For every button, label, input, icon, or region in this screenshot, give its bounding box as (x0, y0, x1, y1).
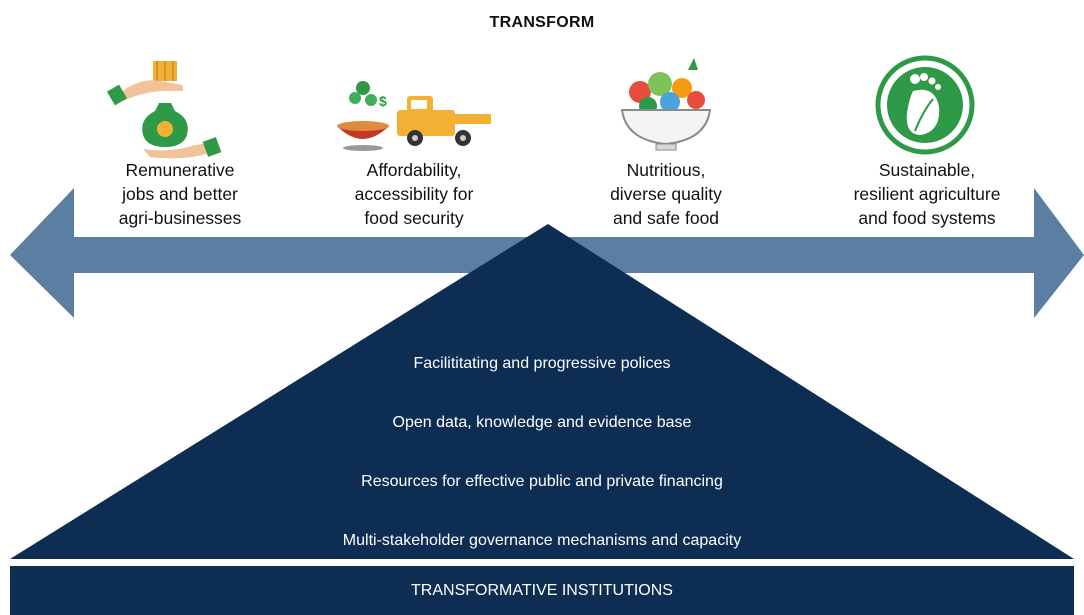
outcome-label-line: jobs and better (122, 184, 238, 204)
outcome-label-line: diverse quality (610, 184, 722, 204)
outcome-label-line: and food systems (858, 208, 996, 228)
diagram-title: TRANSFORM (489, 14, 595, 31)
foundation-triangle (10, 224, 1074, 559)
money-and-grain-hands-icon (106, 61, 222, 159)
base-label: TRANSFORMATIVE INSTITUTIONS (411, 581, 673, 599)
outcome-label-line: and safe food (612, 208, 720, 228)
outcome-label-line: accessibility for (354, 184, 474, 204)
outcome-label-line: Nutritious, (626, 160, 706, 180)
outcome-label-line: Affordability, (366, 160, 462, 180)
outcome-label-line: resilient agriculture (853, 184, 1001, 204)
outcome-label-line: food security (364, 208, 464, 228)
outcome-label-jobs: Remunerative jobs and better agri-busine… (80, 158, 280, 230)
transformative-institutions-base: TRANSFORMATIVE INSTITUTIONS (10, 566, 1074, 615)
leaf-footprint-icon (875, 55, 975, 155)
svg-text:$: $ (379, 93, 387, 109)
separator-band (10, 559, 1074, 566)
pillar-governance: Multi-stakeholder governance mechanisms … (342, 532, 742, 549)
outcome-label-line: Remunerative (125, 160, 235, 180)
pillar-financing: Resources for effective public and priva… (361, 473, 723, 490)
outcome-label-line: agri-businesses (118, 208, 242, 228)
outcome-label-nutrition: Nutritious, diverse quality and safe foo… (566, 158, 766, 230)
pillar-policies: Facilititating and progressive polices (413, 355, 671, 372)
pillar-open-data: Open data, knowledge and evidence base (392, 414, 692, 431)
food-and-delivery-truck-icon: $ (337, 81, 491, 151)
salad-bowl-icon (620, 58, 712, 151)
outcome-label-sustainability: Sustainable, resilient agriculture and f… (827, 158, 1027, 230)
diagram-canvas: $ (10, 55, 1084, 566)
outcome-label-line: Sustainable, (878, 160, 976, 180)
outcome-label-food-security: Affordability, accessibility for food se… (314, 158, 514, 230)
